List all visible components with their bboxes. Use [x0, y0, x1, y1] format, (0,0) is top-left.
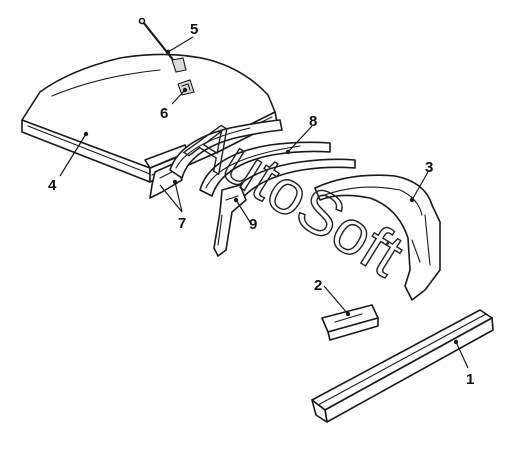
- rear-quarter-inner: [314, 174, 441, 301]
- callout-9: 9: [249, 216, 257, 233]
- callout-2: 2: [314, 277, 322, 294]
- roof-bow-front: [169, 119, 283, 179]
- callout-1: 1: [466, 371, 474, 388]
- roof-bow-middle: [199, 141, 331, 197]
- callout-8: 8: [309, 113, 317, 130]
- callout-7: 7: [178, 215, 186, 232]
- rocker-sill: [311, 309, 494, 423]
- antenna: [138, 17, 187, 73]
- callout-4: 4: [48, 177, 57, 194]
- reinforcement-plate: [321, 304, 379, 341]
- roof-clip: [177, 79, 195, 96]
- callout-6: 6: [160, 105, 168, 122]
- callout-3: 3: [425, 159, 433, 176]
- callout-5: 5: [190, 21, 198, 38]
- leader-lines: [59, 36, 469, 369]
